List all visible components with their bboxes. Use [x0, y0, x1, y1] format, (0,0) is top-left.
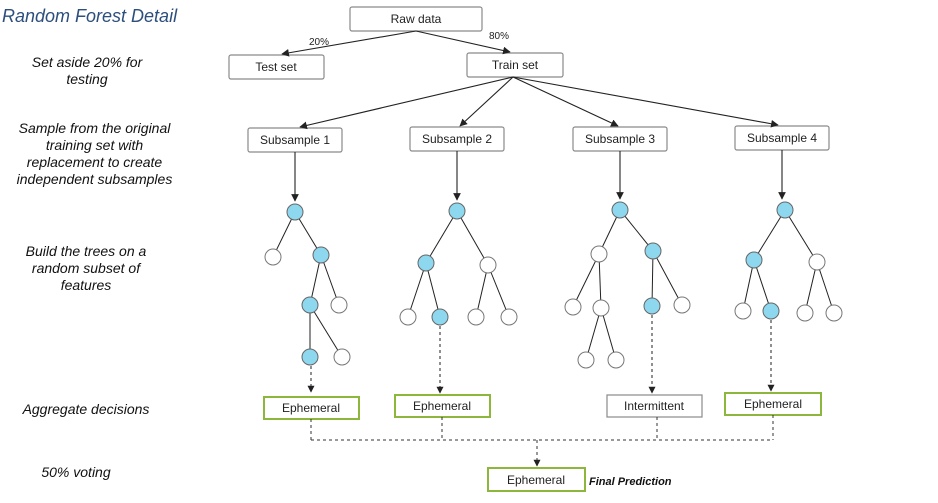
- step-sample-line: replacement to create: [26, 154, 163, 170]
- decision-2-label: Ephemeral: [413, 399, 471, 413]
- tree-node-filled: [643, 297, 661, 315]
- node-train-set-label: Train set: [492, 58, 539, 72]
- node-subsample-4: Subsample 4: [734, 125, 830, 151]
- tree-node-empty: [607, 351, 625, 369]
- tree-node-empty: [592, 299, 610, 317]
- node-test-set: Test set: [228, 54, 325, 80]
- step-sample-line: independent subsamples: [16, 171, 173, 187]
- node-subsample-4-label: Subsample 4: [747, 131, 817, 145]
- tree-node-empty: [264, 248, 282, 266]
- tree-node-empty: [399, 308, 417, 326]
- final-prediction-value: Ephemeral: [507, 473, 565, 487]
- tree-node-empty: [467, 308, 485, 326]
- tree-node-filled: [431, 308, 449, 326]
- aggregation-connectors: [310, 415, 774, 467]
- node-raw-data-label: Raw data: [391, 12, 442, 26]
- node-subsample-2: Subsample 2: [409, 126, 505, 152]
- tree-4: [734, 201, 843, 392]
- step-aggregate: Aggregate decisions: [22, 401, 150, 417]
- tree-2: [399, 202, 518, 394]
- node-train-set: Train set: [466, 52, 564, 78]
- decision-3-label: Intermittent: [624, 399, 685, 413]
- step-voting: 50% voting: [41, 464, 111, 480]
- arrow-to-train: [415, 30, 511, 55]
- final-prediction-label: Final Prediction: [589, 476, 672, 488]
- arrow-to-subsample-3: [512, 76, 619, 127]
- decision-1-label: Ephemeral: [282, 401, 340, 415]
- tree-node-empty: [825, 304, 843, 322]
- tree-node-filled: [644, 242, 662, 260]
- tree-node-empty: [330, 296, 348, 314]
- decision-2: Ephemeral: [394, 394, 491, 418]
- tree-node-filled: [448, 202, 466, 220]
- step-sample-line: Sample from the original: [18, 120, 171, 136]
- decision-1: Ephemeral: [263, 396, 360, 420]
- tree-3: [564, 201, 691, 394]
- tree-node-empty: [673, 296, 691, 314]
- tree-node-filled: [762, 302, 780, 320]
- tree-node-empty: [796, 304, 814, 322]
- tree-node-filled: [312, 246, 330, 264]
- tree-node-filled: [611, 201, 629, 219]
- final-prediction: Ephemeral Final Prediction: [487, 467, 672, 492]
- tree-node-empty: [500, 308, 518, 326]
- arrow-to-subsample-1: [299, 76, 514, 130]
- step-build: Build the trees on a random subset of fe…: [6, 243, 166, 294]
- decision-4-label: Ephemeral: [744, 397, 802, 411]
- decision-4: Ephemeral: [724, 392, 822, 416]
- step-build-line: random subset of: [31, 260, 141, 276]
- arrow-to-subsample-2: [459, 76, 514, 127]
- step-set-aside-line: testing: [66, 71, 108, 87]
- tree-node-empty: [590, 245, 608, 263]
- tree-node-filled: [745, 251, 763, 269]
- decision-3: Intermittent: [606, 394, 703, 418]
- tree-node-filled: [417, 254, 435, 272]
- arrow-to-test: [281, 30, 417, 57]
- node-test-set-label: Test set: [255, 60, 297, 74]
- node-raw-data: Raw data: [349, 6, 483, 32]
- tree-node-empty: [577, 351, 595, 369]
- tree-node-filled: [301, 296, 319, 314]
- step-set-aside-line: Set aside 20% for: [31, 54, 143, 70]
- node-subsample-1: Subsample 1: [247, 127, 343, 153]
- diagram-title: Random Forest Detail: [2, 6, 178, 26]
- step-build-line: Build the trees on a: [25, 243, 147, 259]
- tree-node-filled: [301, 348, 319, 366]
- tree-node-empty: [734, 302, 752, 320]
- step-sample: Sample from the original training set wi…: [2, 120, 187, 188]
- split-train-pct: 80%: [489, 31, 509, 42]
- step-sample-line: training set with: [45, 137, 144, 153]
- tree-node-empty: [564, 298, 582, 316]
- node-subsample-1-label: Subsample 1: [260, 133, 330, 147]
- tree-node-empty: [333, 348, 351, 366]
- tree-1: [264, 203, 351, 393]
- node-subsample-3: Subsample 3: [572, 126, 668, 152]
- step-set-aside: Set aside 20% for testing: [12, 54, 162, 88]
- tree-node-filled: [776, 201, 794, 219]
- split-test-pct: 20%: [309, 37, 329, 48]
- tree-node-filled: [286, 203, 304, 221]
- arrow-to-subsample-4: [512, 76, 779, 128]
- tree-node-empty: [479, 256, 497, 274]
- tree-node-empty: [808, 253, 826, 271]
- step-build-line: features: [60, 277, 112, 293]
- node-subsample-2-label: Subsample 2: [422, 132, 492, 146]
- node-subsample-3-label: Subsample 3: [585, 132, 655, 146]
